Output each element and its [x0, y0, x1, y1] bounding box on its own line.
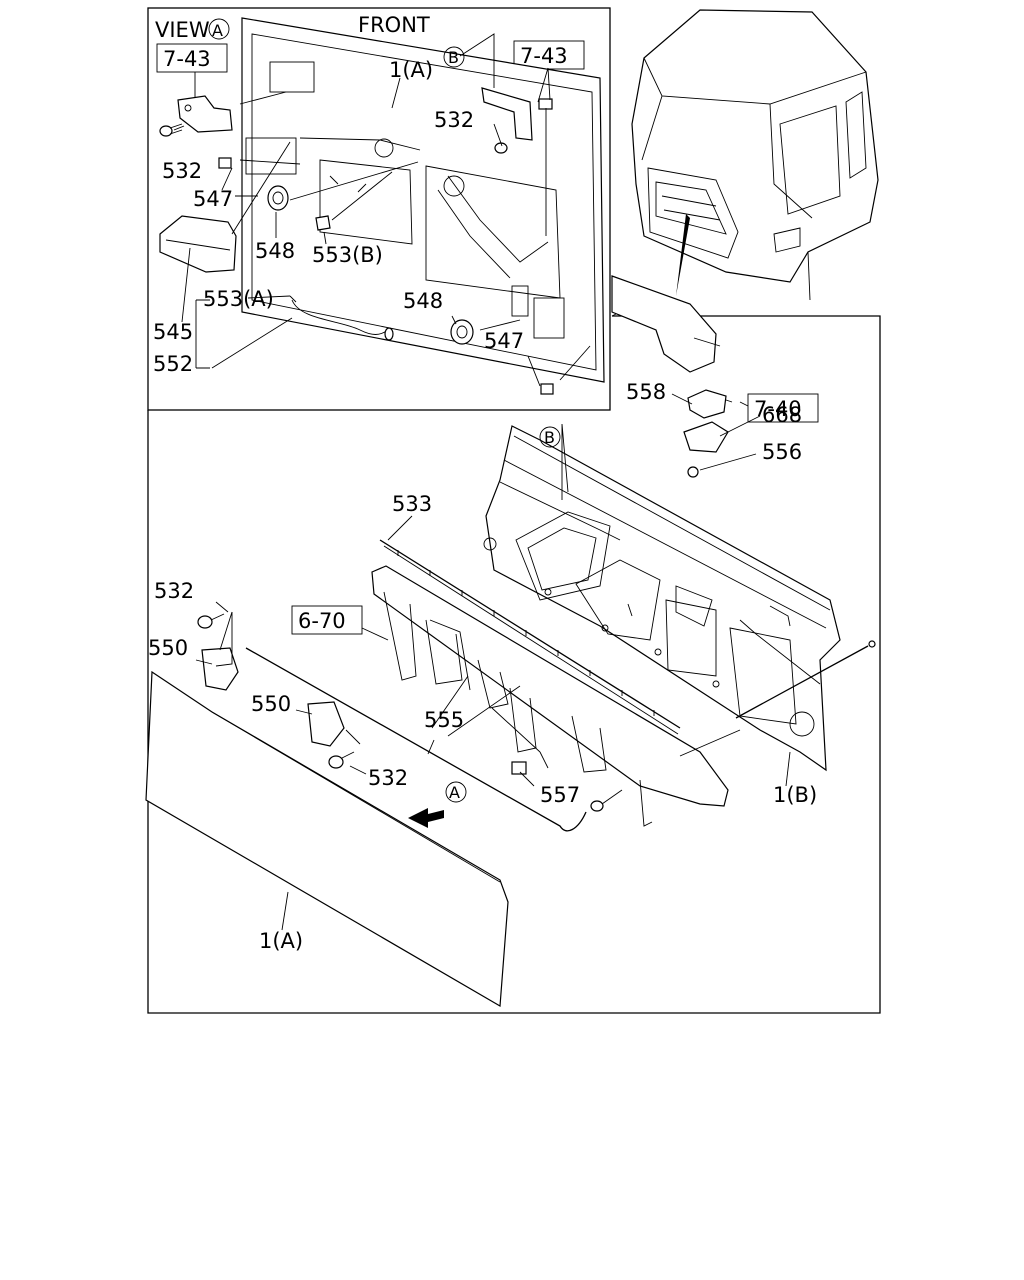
circle-marker-b-main-letter: B: [544, 428, 555, 447]
clip-553b: [315, 215, 331, 231]
main-leaders: [195, 313, 791, 931]
main-frame: [147, 315, 881, 1014]
callout-545: 545: [153, 320, 193, 344]
callout-532-view-right: 532: [434, 108, 474, 132]
bolt-532-view-left: [159, 123, 183, 137]
front-panel-1a: [145, 670, 509, 1007]
view-callouts: 1(A) 532 547 548 553(B) 553(A) 545 552 5…: [153, 46, 524, 376]
callout-532-view-left: 532: [162, 159, 202, 183]
callout-532-main-left: 532: [154, 579, 194, 603]
view-circle-letter: A: [212, 21, 223, 40]
screw-547-view-left: [218, 157, 232, 169]
callout-532-main-middle: 532: [368, 766, 408, 790]
main-callouts: B 558 668 556 533 532 550 550 555 532 55…: [148, 380, 817, 953]
callout-553a: 553(A): [203, 287, 274, 311]
circle-marker-a-main-letter: A: [449, 783, 460, 802]
callout-550-left: 550: [148, 636, 188, 660]
bolt-532-main-middle: [328, 751, 355, 769]
cowl-panel-1b: [483, 425, 841, 772]
circle-marker-b-view-letter: B: [448, 48, 459, 67]
circle-marker-b-view: [443, 46, 465, 68]
callout-548-view-right: 548: [403, 289, 443, 313]
callout-556: 556: [762, 440, 802, 464]
view-a-title: VIEW A: [155, 18, 230, 42]
ref-box-7-43-left: 7-43: [156, 43, 228, 73]
ref-box-7-40-text: 7-40: [754, 397, 802, 421]
callout-548-view-left: 548: [255, 239, 295, 263]
cable-555: [245, 647, 623, 832]
callout-547-view-right: 547: [484, 329, 524, 353]
bracket-assembly-7-40: [611, 275, 729, 478]
ref-box-6-70: 6-70: [291, 605, 363, 635]
ref-box-7-43-left-text: 7-43: [163, 47, 211, 71]
callout-1b: 1(B): [773, 783, 817, 807]
callout-557: 557: [540, 783, 580, 807]
view-label-text: VIEW: [155, 18, 210, 42]
front-indicator: FRONT: [336, 13, 430, 68]
view-circle-marker: [208, 18, 230, 40]
grommet-548-view-left: [267, 185, 289, 211]
callout-547-view-left: 547: [193, 187, 233, 211]
hinge-550-middle: [307, 701, 345, 747]
rod-end: [868, 640, 876, 648]
view-a-inset-box: [147, 7, 611, 411]
callout-668: 668: [762, 403, 802, 427]
reinforcement-frame: [371, 565, 729, 827]
handle-545: [159, 215, 237, 273]
front-label: FRONT: [358, 13, 430, 37]
bolt-532-main-left: [197, 613, 225, 629]
screw-547-view-right: [540, 383, 554, 395]
callout-552: 552: [153, 352, 193, 376]
ref-box-6-70-text: 6-70: [298, 609, 346, 633]
cable-552: [289, 295, 394, 341]
circle-marker-a-main: [445, 781, 467, 803]
callout-1a-main: 1(A): [259, 929, 303, 953]
callout-1a-view: 1(A): [389, 58, 433, 82]
callout-555: 555: [424, 708, 464, 732]
view-leaders: [173, 33, 591, 387]
grommet-548-view-right: [450, 319, 474, 345]
circle-marker-b-main: [539, 426, 561, 448]
screw-7-43-right: [538, 98, 553, 110]
clip-557: [511, 761, 527, 775]
ref-box-7-40: 7-40: [747, 393, 819, 423]
callout-533: 533: [392, 492, 432, 516]
callout-558: 558: [626, 380, 666, 404]
direction-arrow-a: A: [408, 781, 467, 828]
direction-arrow-icon: [408, 808, 444, 828]
ref-box-7-43-right-text: 7-43: [520, 44, 568, 68]
truck-cab-illustration: [631, 9, 879, 301]
callout-550-middle: 550: [251, 692, 291, 716]
hinge-550-left: [201, 647, 239, 691]
bracket-7-43-right: [481, 87, 533, 141]
support-rod: [735, 645, 869, 719]
seal-strip-533: [379, 539, 681, 735]
callout-553b: 553(B): [312, 243, 383, 267]
bracket-7-43-left: [177, 95, 233, 133]
